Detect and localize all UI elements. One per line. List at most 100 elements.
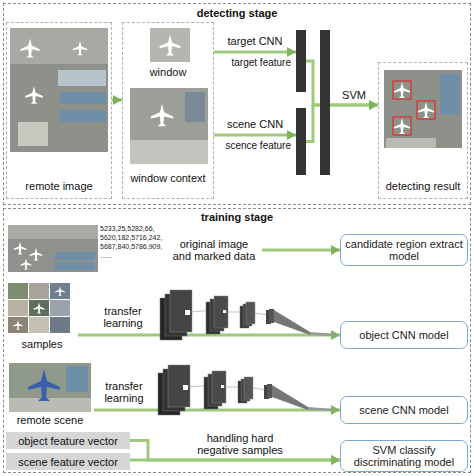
edge-label: transfer learning <box>103 305 142 329</box>
airplane-icon <box>33 302 44 313</box>
feature-label: scence feature <box>225 140 291 152</box>
model-name: SVM classify discriminating model <box>345 444 463 468</box>
model-box: scene CNN model <box>340 396 468 424</box>
annotation-box: 5233,25,5282,66, 5620,182,5716,242, 5687… <box>100 224 164 260</box>
model-name: candidate region extract model <box>345 238 463 262</box>
vector-name: scene feature vector <box>18 456 118 468</box>
scene-cnn-drawing <box>158 365 334 415</box>
airplane-icon <box>55 286 65 296</box>
stage-panel: detecting stage remote image window window … <box>3 3 471 205</box>
satellite-image <box>10 28 108 152</box>
model-name: scene CNN model <box>359 404 448 416</box>
edge-label-box: SVM <box>337 89 371 101</box>
apron <box>8 225 98 239</box>
model-box: SVM classify discriminating model <box>340 440 468 472</box>
building <box>55 262 95 270</box>
airplane-icon <box>28 369 60 401</box>
caption: window <box>123 66 213 78</box>
airplane-icon <box>394 118 410 134</box>
feature-vector-box: object feature vector <box>6 432 130 449</box>
feature-bar: target feature <box>296 30 306 92</box>
caption: detecting result <box>379 180 467 192</box>
feature-label: target feature <box>232 57 291 69</box>
airplane-icon <box>160 35 181 56</box>
building <box>60 92 106 104</box>
image-group: remote scene <box>6 361 94 428</box>
panel-title: detecting stage <box>4 7 470 19</box>
sample-tile <box>29 300 49 316</box>
building <box>440 74 460 114</box>
model-box: object CNN model <box>340 321 468 349</box>
caption: remote scene <box>6 414 94 426</box>
marked-data-numbers: 5233,25,5282,66, 5620,182,5716,242, 5687… <box>100 224 164 260</box>
caption: remote image <box>7 180 111 192</box>
feature-bar: scence feature <box>296 108 306 175</box>
feature-vector-box: scene feature vector <box>6 453 130 470</box>
edge-label-box: scene CNN <box>220 118 290 130</box>
edge-label: SVM <box>342 89 366 101</box>
airplane-icon <box>73 41 87 55</box>
sample-tile <box>8 300 28 316</box>
flow-arrow <box>306 105 378 142</box>
airplane-icon <box>151 104 173 126</box>
airplane-icon <box>13 320 23 330</box>
context-image <box>130 88 208 164</box>
apron <box>386 138 436 148</box>
detection-box <box>393 81 411 99</box>
airplane-icon <box>394 82 410 98</box>
flow-arrow <box>214 134 296 137</box>
airplane-icon <box>30 248 43 261</box>
caption: samples <box>6 338 78 350</box>
detection-box <box>393 117 411 135</box>
sample-tile <box>50 300 70 316</box>
edge-label-box: handling hard negative samples <box>190 432 290 456</box>
text-group: original image and marked data <box>166 234 262 266</box>
flow-arrow <box>306 61 378 105</box>
sample-tile <box>29 317 49 333</box>
edge-label: target CNN <box>227 35 282 47</box>
apron <box>9 398 91 412</box>
edge-label-box: transfer learning <box>93 380 155 404</box>
image-frame: remote image <box>6 22 112 199</box>
sample-tile <box>50 317 70 333</box>
sample-tile <box>8 317 28 333</box>
building <box>18 122 48 146</box>
building <box>66 366 88 392</box>
sample-tile <box>50 283 70 299</box>
building <box>58 70 106 86</box>
edge-label: transfer learning <box>104 380 143 404</box>
flow-arrow <box>112 99 122 102</box>
edge-label: handling hard negative samples <box>197 432 283 456</box>
airplane-icon <box>418 102 434 118</box>
object-cnn-drawing <box>160 290 336 340</box>
window-image <box>150 28 190 62</box>
apron <box>10 28 108 64</box>
image-frame: detecting result <box>378 62 468 199</box>
caption: window context <box>123 172 213 184</box>
airplane-icon <box>25 86 43 104</box>
detection-box <box>417 101 435 119</box>
apron <box>130 140 208 164</box>
image-group: samples <box>6 281 78 353</box>
edge-label-box: transfer learning <box>92 305 154 329</box>
result-image <box>384 70 462 148</box>
flow-arrow <box>130 459 340 462</box>
scene-image <box>9 363 91 412</box>
building <box>60 110 106 122</box>
panel-title: training stage <box>4 211 470 223</box>
edge-label-box: target CNN <box>220 35 290 47</box>
image-frame: window window context <box>122 22 214 199</box>
model-box: candidate region extract model <box>340 234 468 266</box>
vector-name: object feature vector <box>18 435 118 447</box>
satellite-image <box>8 225 98 272</box>
model-name: object CNN model <box>359 329 448 341</box>
combined-feature-bar <box>320 30 330 175</box>
edge-label: scene CNN <box>227 118 283 130</box>
caption: original image and marked data <box>170 238 258 262</box>
flow-arrow <box>214 51 296 54</box>
building <box>55 252 95 260</box>
airplane-icon <box>20 258 31 269</box>
airplane-icon <box>14 242 27 255</box>
sample-tile <box>29 283 49 299</box>
